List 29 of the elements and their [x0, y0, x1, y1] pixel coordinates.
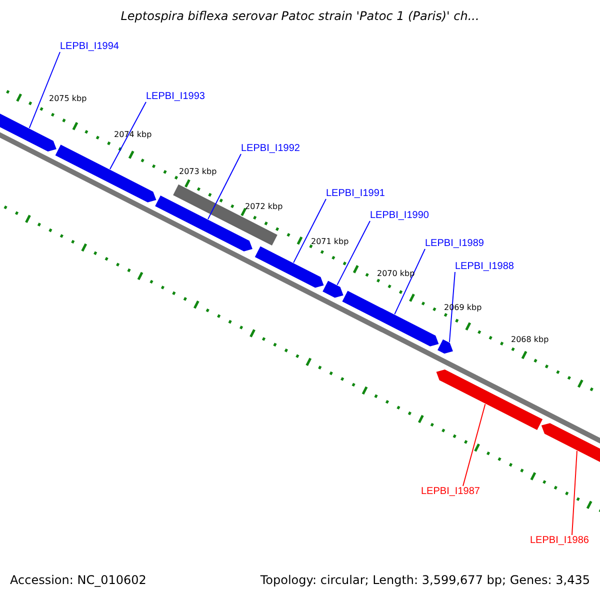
- gene-label: LEPBI_I1994: [60, 41, 119, 52]
- gene-feature: [438, 339, 453, 354]
- gene-feature: [436, 370, 543, 430]
- gene-label: LEPBI_I1989: [425, 238, 484, 249]
- gene-feature: [342, 290, 439, 346]
- leader-line: [394, 248, 426, 315]
- scale-label: 2073 kbp: [179, 168, 217, 177]
- gene-label: LEPBI_I1986: [530, 535, 589, 546]
- footer-text: Topology: circular; Length: 3,599,677 bp; Genes: 3,435: [260, 574, 590, 588]
- gene-label: LEPBI_I1991: [326, 188, 385, 199]
- leader-line: [572, 450, 578, 536]
- leader-line: [336, 220, 370, 286]
- title: Leptospira biflexa serovar Patoc strain 'Patoc 1 (Paris)' ch...: [120, 10, 480, 24]
- leader-line: [462, 404, 486, 486]
- scale-label: 2072 kbp: [245, 203, 283, 212]
- leader-line: [28, 52, 60, 129]
- leader-line: [293, 198, 326, 264]
- gene-label: LEPBI_I1987: [421, 486, 480, 497]
- gene-label: LEPBI_I1992: [241, 143, 300, 154]
- gene-label: LEPBI_I1990: [370, 210, 429, 221]
- gene-label: LEPBI_I1993: [146, 91, 205, 102]
- gene-feature: [55, 144, 156, 202]
- gene-label: LEPBI_I1988: [455, 261, 514, 272]
- gene-feature: [254, 246, 324, 288]
- leader-line: [208, 154, 242, 220]
- gene-feature: [322, 280, 344, 298]
- footer-text: Accession: NC_010602: [10, 574, 146, 588]
- leader-line: [448, 272, 456, 343]
- leader-line: [109, 102, 146, 170]
